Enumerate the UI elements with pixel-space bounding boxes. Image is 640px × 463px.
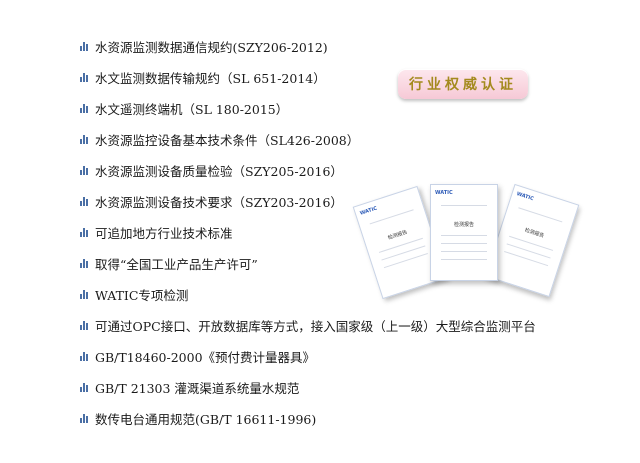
standard-text: 水资源监测设备质量检验（SZY205-2016） [95, 164, 343, 179]
report-title: 检测报告 [387, 229, 409, 242]
bar-chart-icon [80, 197, 89, 206]
bar-chart-icon [80, 104, 89, 113]
bar-chart-icon [80, 414, 89, 423]
test-report-documents: WATIC 检测报告 WATIC 检测报告 WATIC 检测报告 [352, 176, 580, 306]
standard-text: 水文遥测终端机（SL 180-2015） [95, 102, 289, 117]
watic-logo: WATIC [515, 191, 535, 203]
standard-text: 水资源监测数据通信规约(SZY206-2012) [95, 40, 328, 55]
standard-text: 可通过OPC接口、开放数据库等方式，接入国家级（上一级）大型综合监测平台 [95, 319, 536, 334]
standard-text: 数传电台通用规范(GB/T 16611-1996) [95, 412, 317, 427]
bar-chart-icon [80, 228, 89, 237]
standard-item: WATIC专项检测 [80, 279, 536, 310]
report-title: 检测报告 [523, 227, 545, 240]
bar-chart-icon [80, 135, 89, 144]
standard-text: 水资源监控设备基本技术条件（SL426-2008） [95, 133, 360, 148]
watic-logo: WATIC [359, 205, 378, 217]
standard-text: WATIC专项检测 [95, 288, 189, 303]
bar-chart-icon [80, 321, 89, 330]
standard-item: 水资源监测数据通信规约(SZY206-2012) [80, 31, 536, 62]
standard-item: 可追加地方行业技术标准 [80, 217, 536, 248]
bar-chart-icon [80, 383, 89, 392]
bar-chart-icon [80, 290, 89, 299]
standard-item: 水资源监测设备技术要求（SZY203-2016） [80, 186, 536, 217]
standard-item: GB/T 21303 灌溉渠道系统量水规范 [80, 372, 536, 403]
standard-text: GB/T18460-2000《预付费计量器具》 [95, 350, 316, 365]
standard-item: GB/T18460-2000《预付费计量器具》 [80, 341, 536, 372]
bar-chart-icon [80, 352, 89, 361]
bar-chart-icon [80, 259, 89, 268]
test-report-center: WATIC 检测报告 [430, 184, 498, 281]
bar-chart-icon [80, 73, 89, 82]
standard-text: 水文监测数据传输规约（SL 651-2014） [95, 71, 326, 86]
standards-list: 水资源监测数据通信规约(SZY206-2012) 水文监测数据传输规约（SL 6… [80, 31, 536, 434]
standard-text: 可追加地方行业技术标准 [95, 226, 233, 241]
standard-text: 水资源监测设备技术要求（SZY203-2016） [95, 195, 343, 210]
standard-item: 水文遥测终端机（SL 180-2015） [80, 93, 536, 124]
watic-logo: WATIC [435, 190, 453, 196]
standard-item: 数传电台通用规范(GB/T 16611-1996) [80, 403, 536, 434]
standard-text: 取得“全国工业产品生产许可” [95, 257, 258, 272]
bar-chart-icon [80, 166, 89, 175]
bar-chart-icon [80, 42, 89, 51]
standard-item: 水资源监控设备基本技术条件（SL426-2008） [80, 124, 536, 155]
standard-item: 水资源监测设备质量检验（SZY205-2016） [80, 155, 536, 186]
report-title: 检测报告 [453, 222, 474, 228]
badge-text: 行业权威认证 [409, 77, 517, 93]
standard-item: 水文监测数据传输规约（SL 651-2014） [80, 62, 536, 93]
standard-text: GB/T 21303 灌溉渠道系统量水规范 [95, 381, 300, 396]
standard-item: 取得“全国工业产品生产许可” [80, 248, 536, 279]
standard-item: 可通过OPC接口、开放数据库等方式，接入国家级（上一级）大型综合监测平台 [80, 310, 536, 341]
test-report-right: WATIC 检测报告 [484, 183, 580, 298]
authority-certification-badge: 行业权威认证 [398, 69, 528, 99]
